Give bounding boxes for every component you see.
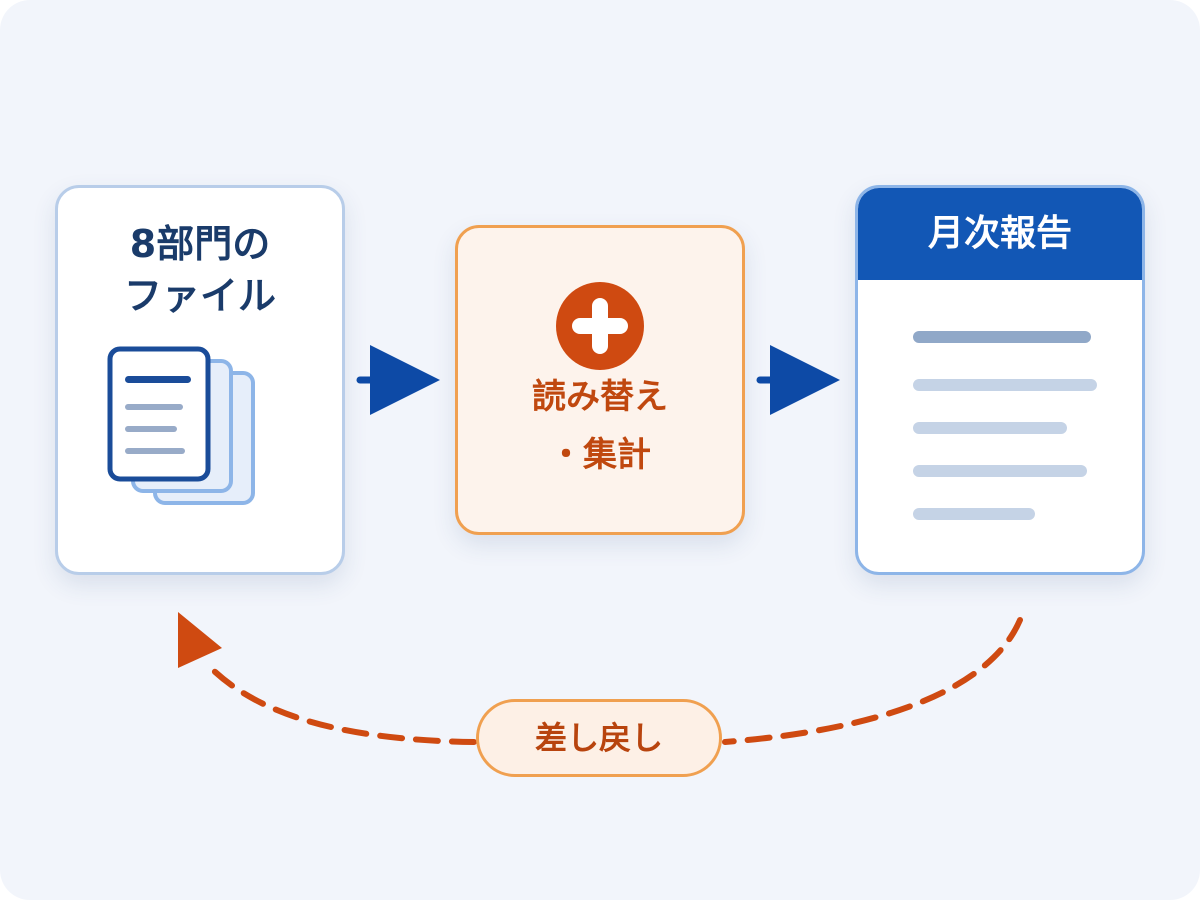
report-line xyxy=(913,379,1097,391)
arrow-process-to-report xyxy=(756,345,840,415)
process-card: 読み替え ・集計 xyxy=(455,225,745,535)
return-arrowhead xyxy=(178,612,222,668)
process-label-line1: 読み替え xyxy=(532,377,668,417)
report-line xyxy=(913,508,1035,520)
send-back-label: 差し戻し xyxy=(476,699,722,777)
process-label-line2: ・集計 xyxy=(549,435,651,475)
source-title-line1: 8部門の xyxy=(129,222,271,266)
return-dashed-line-right xyxy=(722,617,1023,745)
report-line xyxy=(913,465,1087,477)
plus-circle-icon xyxy=(556,282,644,370)
report-line xyxy=(913,331,1091,343)
document-stack-icon xyxy=(107,346,255,505)
monthly-report-card: 月次報告 xyxy=(855,185,1145,575)
report-title: 月次報告 xyxy=(858,188,1142,280)
source-files-card: 8部門の ファイル xyxy=(55,185,345,575)
process-label: 読み替え ・集計 xyxy=(458,368,742,484)
source-title-line2: ファイル xyxy=(123,274,276,318)
arrow-source-to-process xyxy=(356,345,440,415)
source-files-title: 8部門の ファイル xyxy=(58,218,342,322)
report-line xyxy=(913,422,1067,434)
return-dashed-line-left xyxy=(202,659,477,745)
